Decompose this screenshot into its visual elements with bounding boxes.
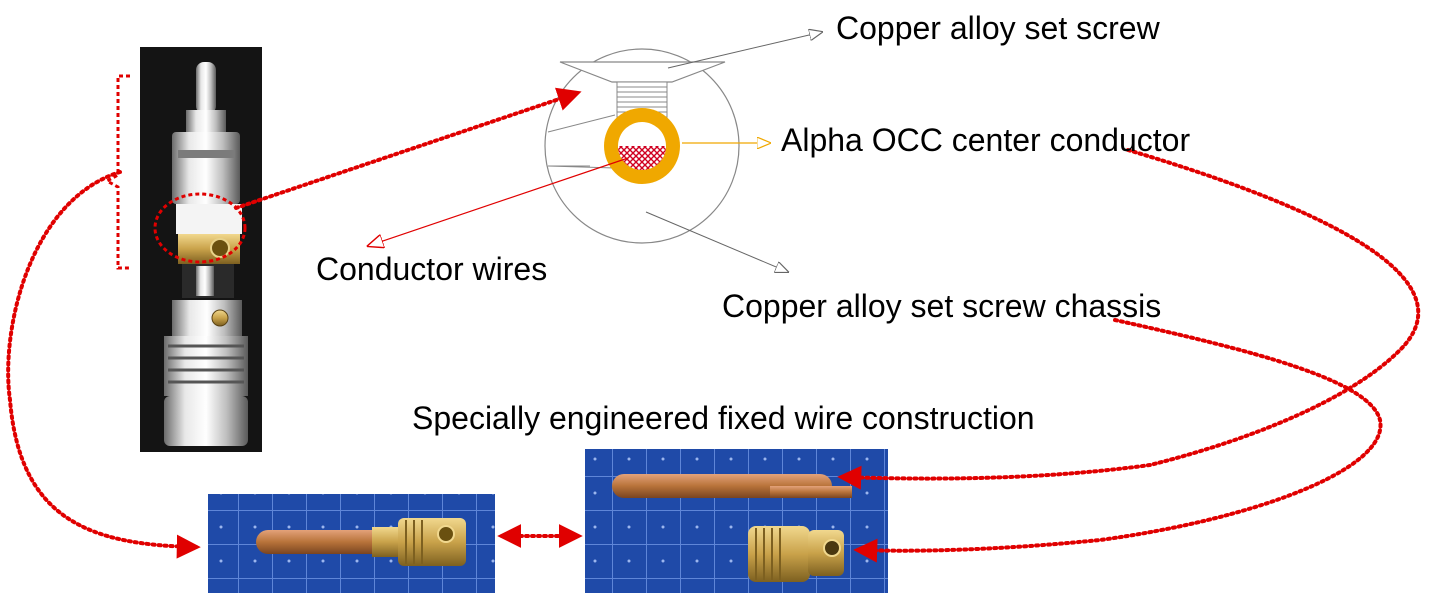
chassis-connector bbox=[853, 318, 1383, 563]
set-screw-label: Copper alloy set screw bbox=[836, 10, 1160, 46]
ellipse-to-cutaway-connector bbox=[234, 87, 582, 210]
caption-label: Specially engineered fixed wire construc… bbox=[412, 400, 1035, 436]
bracket-to-pin-connector bbox=[6, 170, 201, 559]
center-conductor-label: Alpha OCC center conductor bbox=[781, 122, 1191, 158]
center-conductor-connector bbox=[837, 148, 1421, 490]
left-bracket bbox=[103, 74, 130, 270]
set-screw-leader bbox=[667, 32, 822, 69]
chassis-leader bbox=[645, 211, 788, 272]
cutaway-cross-section-icon bbox=[544, 48, 740, 244]
highlight-ellipse bbox=[153, 192, 247, 264]
conductor-wires-leader bbox=[368, 157, 629, 246]
disassembled-parts-photo bbox=[585, 449, 888, 593]
conductor-wires-label: Conductor wires bbox=[316, 251, 548, 287]
center-pin-photo bbox=[208, 494, 495, 593]
rca-connector-photo bbox=[140, 47, 262, 452]
chassis-label: Copper alloy set screw chassis bbox=[722, 288, 1162, 324]
